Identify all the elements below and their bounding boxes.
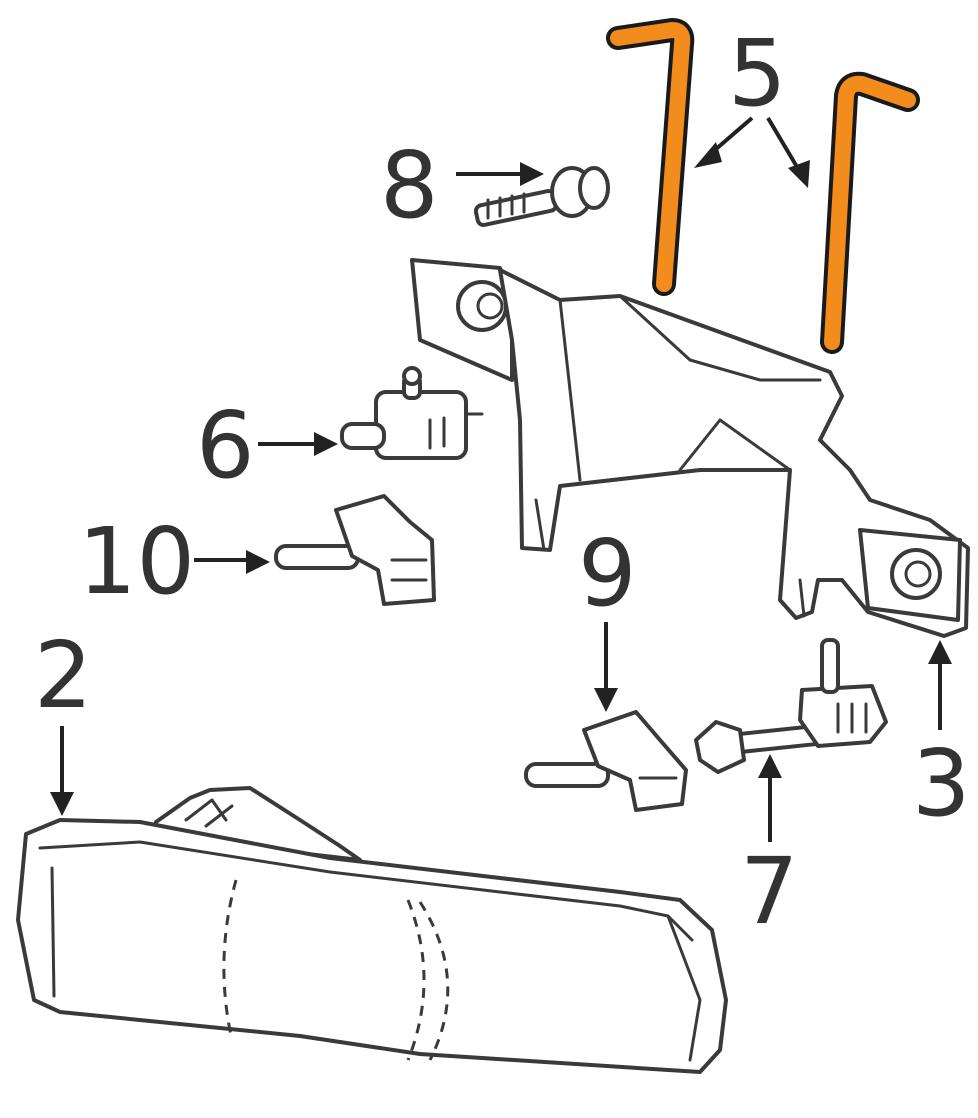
callout-6: 6 (196, 392, 255, 499)
leader-line-6 (258, 432, 338, 456)
headlamp-part-2 (16, 786, 728, 1074)
callout-2: 2 (34, 622, 93, 729)
bolt-part-8 (473, 166, 610, 227)
callout-7: 7 (740, 838, 799, 945)
callout-10: 10 (78, 508, 196, 615)
bracket-part-3 (410, 258, 970, 638)
callout-3: 3 (912, 730, 971, 837)
adjuster-part-6 (340, 366, 484, 460)
callout-5: 5 (728, 20, 787, 127)
leader-line-8 (456, 162, 544, 186)
leader-line-9 (594, 622, 618, 712)
leader-line-2 (50, 726, 74, 816)
bulb-socket-part-10 (274, 494, 436, 606)
leader-line-5b (766, 116, 810, 188)
callout-9: 9 (578, 520, 637, 627)
seal-part-5-right (820, 71, 920, 354)
leader-line-10 (194, 550, 270, 574)
adjuster-screw-part-7 (694, 638, 888, 774)
bulb-socket-part-9 (524, 710, 688, 812)
callout-8: 8 (380, 132, 439, 239)
seal-part-5-left (606, 18, 695, 296)
leader-line-5a (694, 116, 754, 168)
leader-line-7 (758, 754, 782, 842)
leader-line-3 (928, 640, 952, 730)
